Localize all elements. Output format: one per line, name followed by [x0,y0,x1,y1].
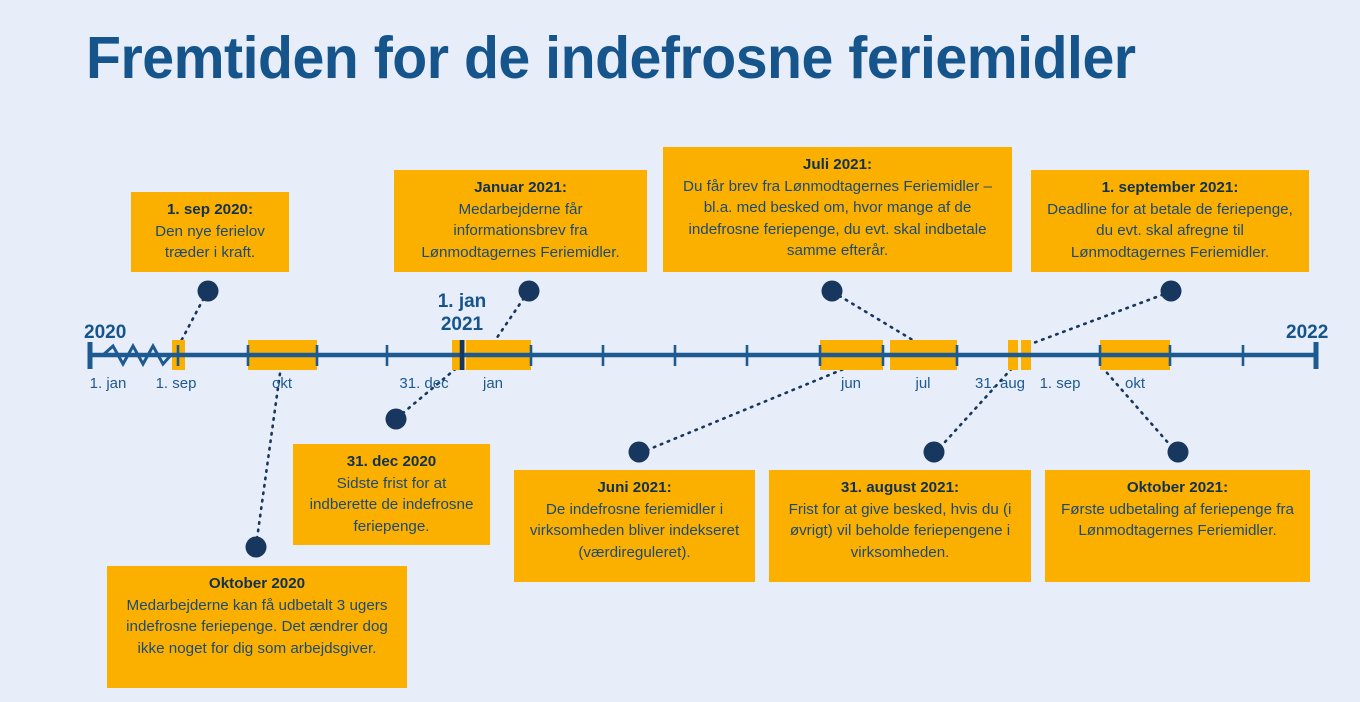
callout-body: Medarbejderne får informationsbrev fra L… [421,200,620,261]
callout-headline: 1. sep 2020: [166,201,254,218]
callout-sep-2020[interactable]: 1. sep 2020: Den nye ferielov træder i k… [131,192,289,272]
callout-body: De indefrosne feriemidler i virksomheden… [529,500,740,561]
axis-label-okt-2021: okt [1124,375,1146,392]
callout-body: Første udbetaling af feriepenge fra Lønm… [1060,500,1294,540]
callout-headline: 31. august 2021: [840,479,960,496]
callout-headline: 31. dec 2020 [346,453,437,470]
callout-body: Medarbejderne kan få udbetalt 3 ugers in… [126,596,388,657]
callout-headline: Juli 2021: [802,156,873,173]
callout-dec-2020[interactable]: 31. dec 2020 Sidste frist for at indbere… [293,444,490,545]
axis-label-jan-2021: jan [482,375,504,392]
callout-body: Sidste frist for at indberette de indefr… [309,474,474,535]
axis-label-okt-2020: okt [271,375,293,392]
axis-label-31-aug-2021: 31. aug [974,375,1026,392]
callout-body: Du får brev fra Lønmodtagernes Feriemidl… [683,177,992,260]
callout-body: Frist for at give besked, hvis du (i øvr… [788,500,1012,561]
axis-year-end: 2022 [1286,322,1329,343]
axis-break-zigzag [101,342,173,368]
callout-januar-2021[interactable]: Januar 2021: Medarbejderne får informati… [394,170,647,272]
axis-top-label-line2: 2021 [440,314,484,336]
callout-body: Den nye ferielov træder i kraft. [155,222,265,262]
callout-headline: Januar 2021: [474,179,567,196]
axis-label-1-sep-2020: 1. sep [155,375,197,392]
callout-juli-2021[interactable]: Juli 2021: Du får brev fra Lønmodtagerne… [663,147,1012,272]
axis-label-jul-2021: jul [915,375,931,392]
axis-label-31-dec-2020: 31. dec [399,375,449,392]
callout-august-2021[interactable]: 31. august 2021: Frist for at give beske… [769,470,1031,582]
callout-september-2021[interactable]: 1. september 2021: Deadline for at betal… [1031,170,1309,272]
callout-headline: Oktober 2020 [208,575,306,592]
axis-label-1-sep-2021: 1. sep [1039,375,1081,392]
callout-body: Deadline for at betale de feriepenge, du… [1047,200,1293,261]
callout-juni-2021[interactable]: Juni 2021: De indefrosne feriemidler i v… [514,470,755,582]
axis-label-jun-2021: jun [840,375,862,392]
axis-year-start: 2020 [84,322,127,343]
callout-oktober-2020[interactable]: Oktober 2020 Medarbejderne kan få udbeta… [107,566,407,688]
callout-oktober-2021[interactable]: Oktober 2021: Første udbetaling af ferie… [1045,470,1310,582]
callout-headline: Juni 2021: [597,479,672,496]
axis-top-label-line1: 1. jan [437,291,487,312]
axis-top-label-1-jan-2021: 1. jan 2021 [438,290,487,336]
axis-label-1-jan-2020: 1. jan [89,375,127,392]
callout-headline: 1. september 2021: [1101,179,1239,196]
page-title: Fremtiden for de indefrosne feriemidler [86,25,1136,91]
callout-headline: Oktober 2021: [1126,479,1229,496]
